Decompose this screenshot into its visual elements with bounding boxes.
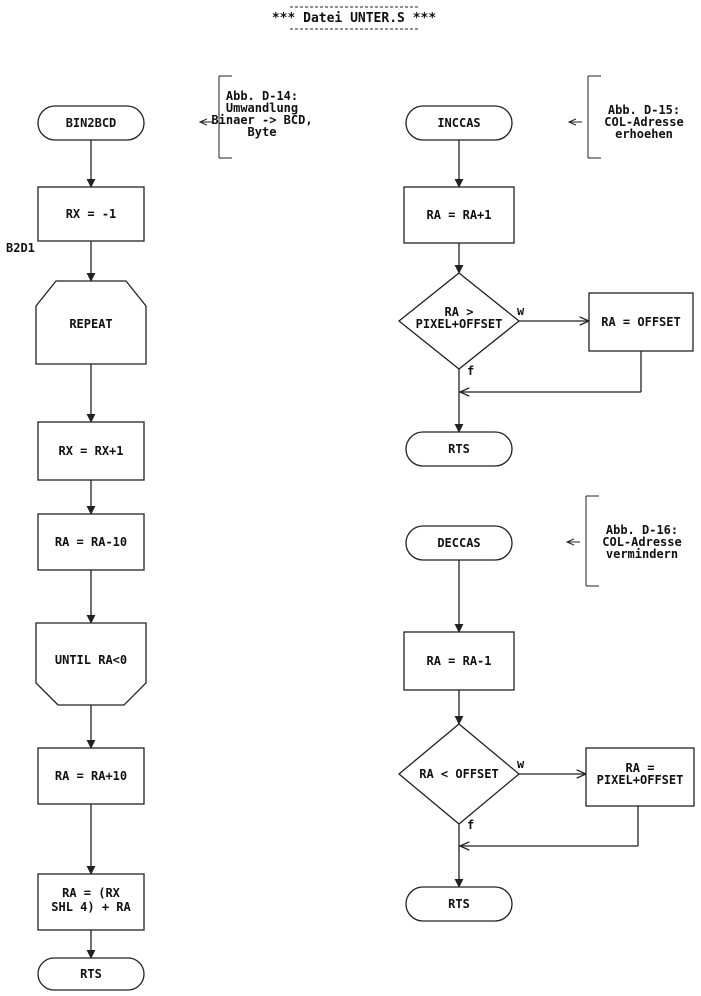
bin2bcd-start-text: BIN2BCD [66,116,117,130]
inccas-step-text: RA = RA+1 [426,208,491,222]
flow-deccas: DECCAS Abb. D-16: COL-Adresse vermindern… [397,495,695,922]
flow-bin2bcd: BIN2BCD Abb. D-14: Umwandlung Binaer -> … [6,75,313,991]
bin2bcd-loop-label: B2D1 [6,241,35,255]
bin2bcd-caption-line-4: Byte [248,125,277,139]
inccas-condition-line-1: RA > [445,305,474,319]
bin2bcd-until-loop-end [35,622,147,706]
deccas-condition-text: RA < OFFSET [419,767,498,781]
deccas-step-text: RA = RA-1 [426,654,491,668]
inccas-no-label: f [467,364,474,378]
inccas-step-process [403,186,515,244]
bin2bcd-add-process [37,747,145,805]
bin2bcd-end-text: RTS [80,967,102,981]
bin2bcd-repeat-text: REPEAT [69,317,112,331]
deccas-end-text: RTS [448,897,470,911]
inccas-action-process [588,292,694,352]
file-title-text: *** Datei UNTER.S *** [272,11,437,26]
bin2bcd-caption-line-3: Binaer -> BCD, [211,113,312,127]
inccas-yes-label: w [517,304,525,318]
deccas-caption-line-1: Abb. D-16: [606,523,678,537]
bin2bcd-add-text: RA = RA+10 [55,769,127,783]
bin2bcd-combine-line-2: SHL 4) + RA [51,900,131,914]
deccas-step-process [403,631,515,691]
deccas-end-terminator [405,886,513,922]
deccas-action-line-1: RA = [626,761,655,775]
deccas-caption-line-3: vermindern [606,547,678,561]
inccas-caption-line-3: erhoehen [615,127,673,141]
deccas-action-process [585,747,695,807]
bin2bcd-increment-text: RX = RX+1 [58,444,123,458]
inccas-end-text: RTS [448,442,470,456]
bin2bcd-caption-line-2: Umwandlung [226,101,298,115]
bin2bcd-end-terminator [37,957,145,991]
bin2bcd-init-text: RX = -1 [66,207,117,221]
inccas-condition-line-2: PIXEL+OFFSET [416,317,503,331]
deccas-start-text: DECCAS [437,536,480,550]
bin2bcd-repeat-loop-start [35,280,147,365]
bin2bcd-combine-process [37,873,145,931]
bin2bcd-combine-line-1: RA = (RX [62,886,121,900]
bin2bcd-increment-process [37,421,145,481]
inccas-action-text: RA = OFFSET [601,315,680,329]
inccas-caption-line-1: Abb. D-15: [608,103,680,117]
inccas-end-terminator [405,431,513,467]
file-title: *** Datei UNTER.S *** [272,6,437,30]
deccas-no-label: f [467,818,474,832]
deccas-caption-line-2: COL-Adresse [602,535,681,549]
flow-inccas: INCCAS Abb. D-15: COL-Adresse erhoehen R… [397,75,694,467]
bin2bcd-init-process [37,186,145,242]
bin2bcd-subtract-process [37,513,145,571]
bin2bcd-subtract-text: RA = RA-10 [55,535,127,549]
deccas-yes-label: w [517,757,525,771]
deccas-action-line-2: PIXEL+OFFSET [597,773,684,787]
inccas-start-text: INCCAS [437,116,480,130]
bin2bcd-caption-line-1: Abb. D-14: [226,89,298,103]
inccas-caption-line-2: COL-Adresse [604,115,683,129]
bin2bcd-until-text: UNTIL RA<0 [55,653,127,667]
